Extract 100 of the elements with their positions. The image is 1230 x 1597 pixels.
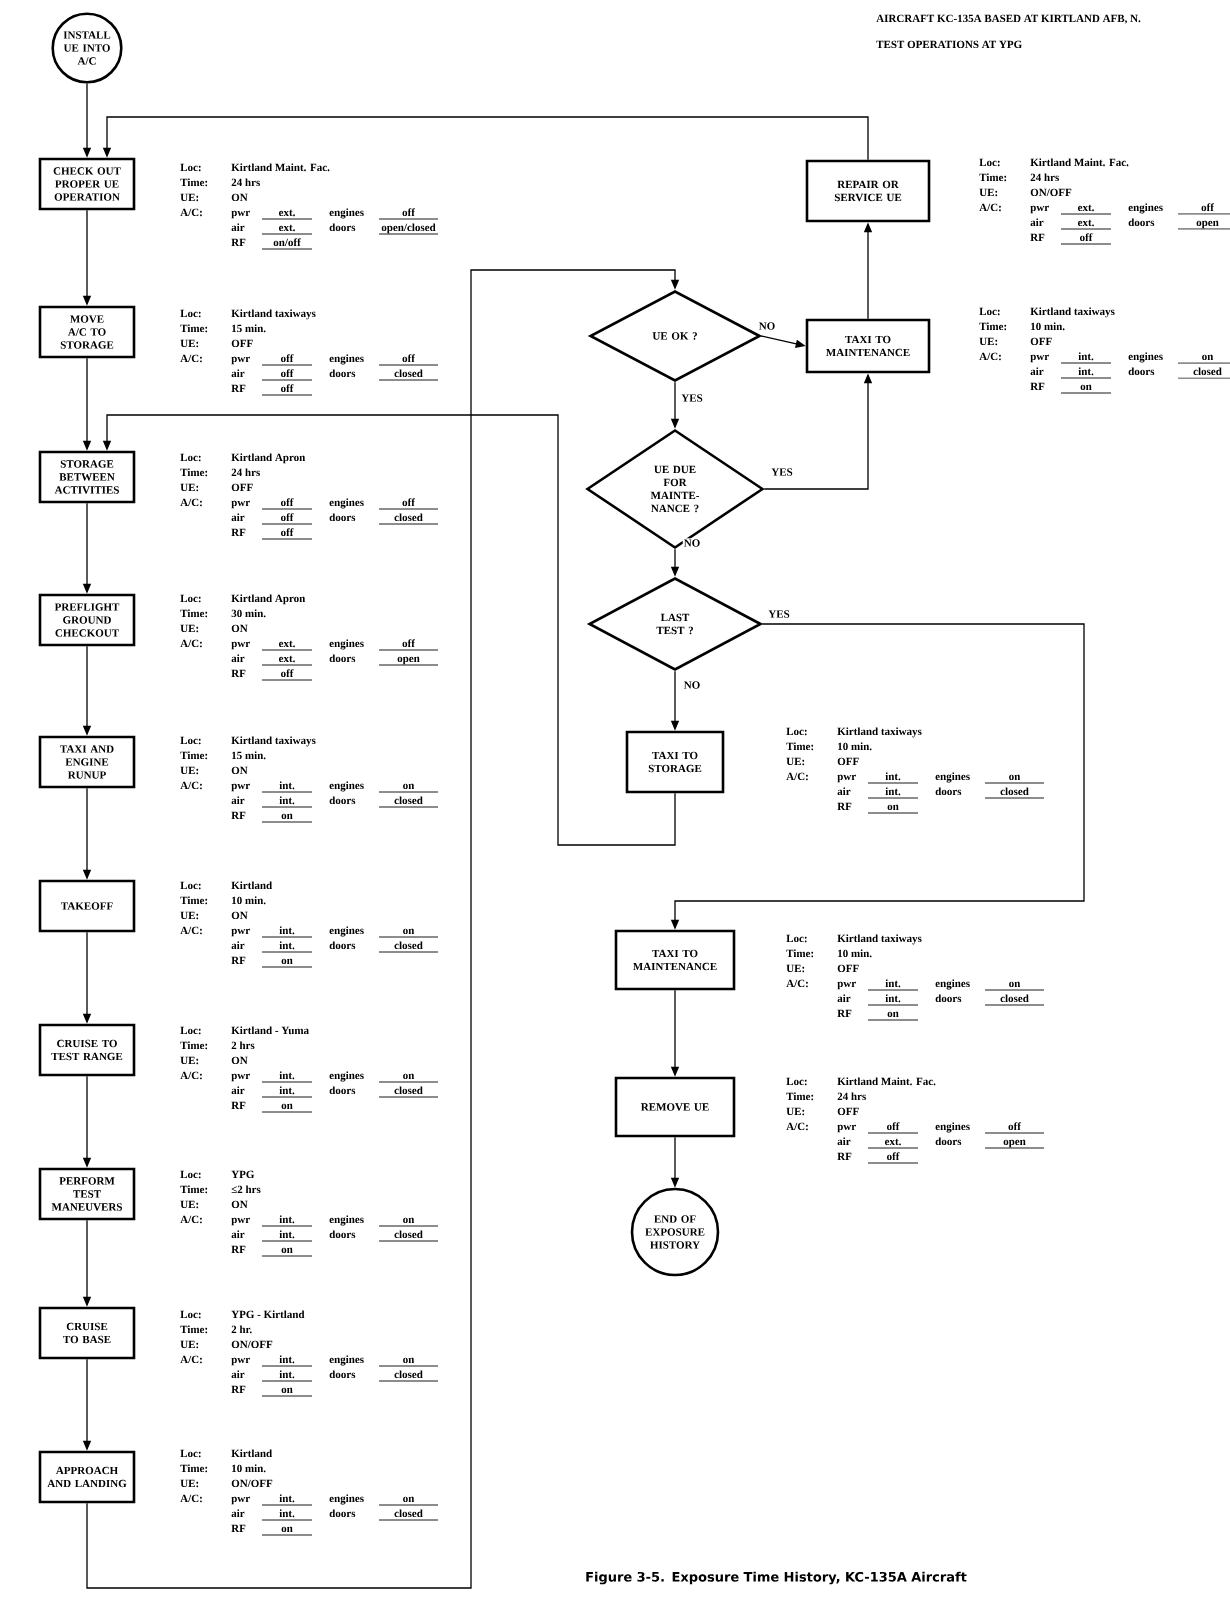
underlined-value: off (867, 1152, 919, 1164)
info-text: ON (231, 193, 248, 202)
edge-label: YES (770, 467, 794, 477)
underlined-value: int. (261, 796, 313, 808)
info-text: Kirtland Maint. Fac. (231, 163, 330, 172)
info-text: Kirtland Maint. Fac. (1030, 158, 1129, 167)
underlined-value: int. (261, 1494, 313, 1506)
underlined-value: int. (1060, 367, 1112, 379)
info-text: Time: (180, 1464, 208, 1473)
underlined-value: ext. (1060, 219, 1112, 230)
info-text: Loc: (979, 158, 1000, 167)
underlined-value: open (378, 656, 439, 666)
info-text: 30 min. (231, 609, 266, 618)
info-text: air (231, 369, 245, 378)
info-text: Loc: (180, 163, 201, 172)
info-text: air (837, 787, 851, 796)
underlined-value: ext. (261, 655, 313, 666)
arrow (86, 269, 680, 1589)
process-box: CRUISE TO BASE (38, 1306, 136, 1360)
underlined-value: closed (378, 1370, 439, 1382)
info-text: engines (935, 979, 970, 990)
process-box: TAXI TO STORAGE (625, 730, 725, 794)
info-text: air (231, 1509, 245, 1518)
header-text: TEST OPERATIONS AT YPG (876, 40, 1022, 49)
underlined-value: off (261, 498, 313, 510)
info-text: RF (1030, 233, 1045, 241)
info-text: UE: (180, 624, 199, 633)
info-text: Loc: (180, 594, 201, 603)
underlined-value: int. (261, 1215, 313, 1227)
info-text: A/C: (180, 639, 202, 648)
info-text: ON/OFF (1030, 188, 1072, 197)
underlined-value: on (378, 783, 439, 793)
info-text: air (231, 796, 245, 805)
info-text: doors (329, 223, 356, 232)
underlined-value: int. (867, 994, 919, 1006)
underlined-value: ext. (261, 224, 313, 235)
info-text: doors (329, 1370, 356, 1379)
info-text: pwr (231, 1496, 250, 1505)
info-text: UE: (180, 193, 199, 202)
info-text: 10 min. (838, 742, 872, 751)
info-text: UE: (180, 1056, 199, 1065)
info-text: 24 hrs (837, 1092, 866, 1101)
info-text: engines (1128, 203, 1163, 214)
underlined-value: on (261, 1247, 313, 1257)
info-text: Kirtland taxiways (231, 736, 316, 747)
underlined-value: off (261, 354, 313, 366)
info-text: Kirtland (231, 1449, 273, 1458)
info-text: doors (1128, 218, 1155, 227)
underlined-value: off (378, 208, 439, 220)
process-box: TAXI TO MAINTENANCE (614, 929, 736, 991)
info-text: A/C: (180, 498, 202, 507)
underlined-value: on (378, 1073, 439, 1083)
info-text: UE: (180, 911, 199, 920)
info-text: UE: (180, 1200, 199, 1209)
info-text: pwr (231, 783, 250, 792)
info-text: RF (231, 956, 246, 964)
underlined-value: ext. (1060, 204, 1112, 215)
info-text: pwr (231, 210, 250, 219)
underlined-value: off (261, 369, 313, 381)
info-text: A/C: (180, 1215, 202, 1224)
info-text: engines (329, 208, 364, 219)
underlined-value: off (1060, 233, 1112, 245)
info-text: Time: (180, 1041, 208, 1050)
underlined-value: int. (1060, 352, 1112, 364)
info-text: 24 hrs (1030, 173, 1059, 182)
underlined-value: off (1177, 203, 1230, 215)
info-text: engines (1128, 352, 1163, 363)
info-text: Kirtland Apron (231, 594, 306, 605)
info-text: Loc: (180, 309, 201, 318)
underlined-value: off (261, 513, 313, 525)
info-text: doors (935, 994, 962, 1003)
info-text: Time: (979, 322, 1007, 331)
info-text: UE: (180, 766, 199, 775)
process-box: CRUISE TO TEST RANGE (38, 1023, 136, 1077)
underlined-value: off (378, 639, 439, 651)
info-text: RF (837, 1152, 852, 1160)
info-text: engines (329, 1355, 364, 1366)
process-box: PREFLIGHT GROUND CHECKOUT (38, 593, 136, 647)
edge-label: YES (680, 393, 704, 403)
info-text: RF (1030, 382, 1045, 390)
info-text: A/C: (180, 354, 202, 363)
info-text: A/C: (180, 1355, 202, 1364)
info-text: engines (329, 781, 364, 792)
underlined-value: on (261, 1526, 313, 1536)
info-text: Kirtland Apron (231, 453, 306, 464)
underlined-value: off (867, 1122, 919, 1134)
info-text: Time: (180, 896, 208, 905)
figure-caption: Figure 3-5. Exposure Time History, KC-135A Aircraft (586, 1571, 967, 1585)
info-text: OFF (231, 339, 253, 348)
info-text: ON (231, 624, 248, 633)
process-box: REMOVE UE (614, 1076, 736, 1138)
underlined-value: ext. (867, 1138, 919, 1149)
underlined-value: off (261, 528, 313, 540)
underlined-value: ext. (261, 640, 313, 651)
underlined-value: on (261, 813, 313, 823)
info-text: doors (935, 1137, 962, 1146)
underlined-value: on (867, 804, 919, 814)
info-text: doors (329, 654, 356, 663)
underlined-value: on (261, 1387, 313, 1397)
underlined-value: on (261, 958, 313, 968)
